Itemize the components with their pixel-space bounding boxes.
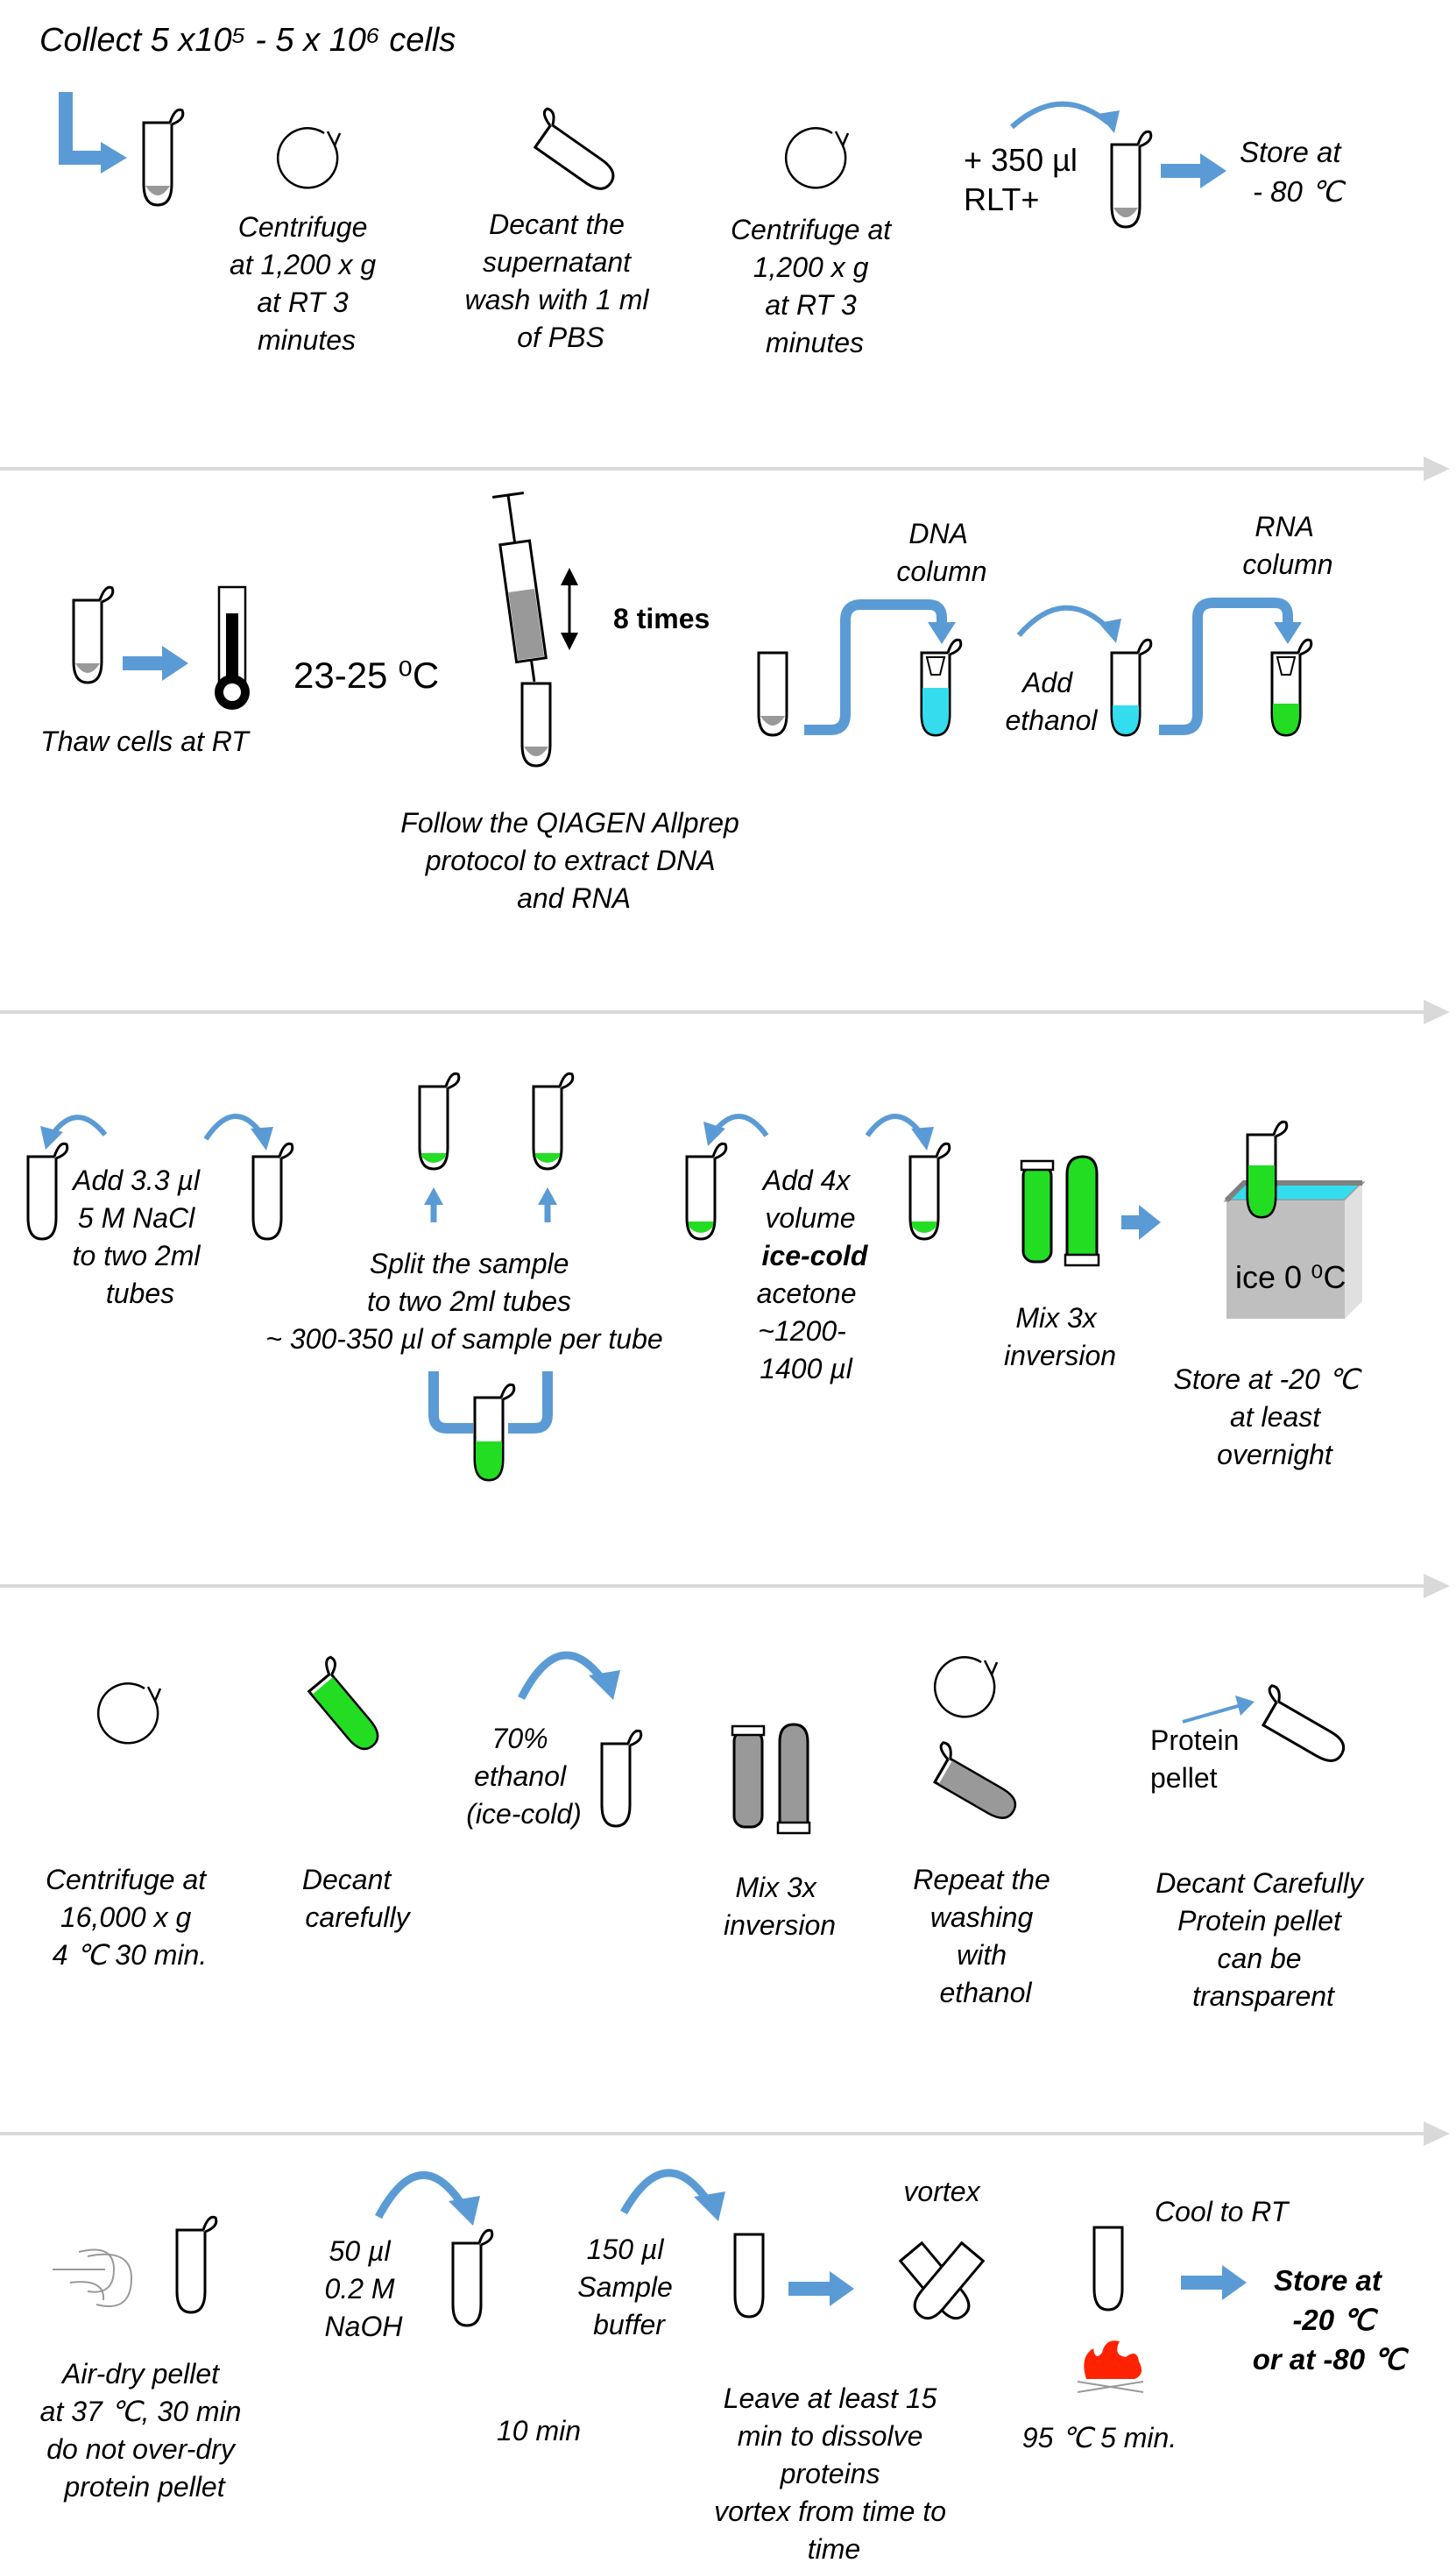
row4-centrifuge-label: Centrifuge at 16,000 x g 4 ℃ 30 min. [46, 1864, 214, 1971]
air-flow-icon [53, 2248, 133, 2307]
centrifuge-icon [276, 127, 342, 189]
row3-store-label: Store at -20 ℃ at least overnight [1174, 1363, 1368, 1470]
cool-label: Cool to RT [1155, 2196, 1290, 2227]
nacl-arrow-right [251, 1127, 273, 1151]
acetone-label: Add 4x volume [761, 1165, 859, 1234]
ethanol-tube-icon [1110, 638, 1153, 737]
ice-tube-icon [1246, 1120, 1289, 1219]
split-tube-right-icon [532, 1072, 575, 1171]
rna-flow-arrow [1159, 598, 1293, 735]
split-sample-label: Split the sample to two 2ml tubes ~ 300-… [265, 1248, 662, 1355]
thaw-tube-icon [72, 585, 115, 684]
naoh-tube-icon [451, 2228, 494, 2327]
repeat-washing-label: Repeat the washing with ethanol [913, 1864, 1057, 2008]
split-tube-left-icon [418, 1072, 461, 1171]
row1-centrifuge2-label: Centrifuge at 1,200 x g at RT 3 minutes [731, 214, 899, 358]
row5-store-label: Store at -20 ℃ or at -80 ℃ [1253, 2264, 1410, 2375]
nacl-arrow-left [40, 1126, 63, 1150]
centrifuge-icon [784, 127, 850, 189]
nacl-tube-left-icon [26, 1142, 69, 1241]
ten-min-label: 10 min [497, 2415, 581, 2446]
start-arrow [59, 92, 105, 165]
mix-inversion-tubes-icon [1020, 1155, 1100, 1267]
row1-decant-label: Decant the supernatant wash with 1 ml of… [465, 209, 657, 353]
naoh-label: 50 µl 0.2 M NaOH [325, 2235, 404, 2342]
protein-pellet-label: Protein pellet [1150, 1724, 1247, 1794]
store-final-arrow [1222, 2265, 1247, 2300]
add-ethanol-arrow [1016, 605, 1113, 637]
heat-label: 95 ℃ 5 min. [1022, 2422, 1177, 2453]
rna-column-label: RNA column [1242, 511, 1332, 580]
dna-column-tube-icon [920, 638, 963, 737]
nacl-label: Add 3.3 µl 5 M NaCl to two 2ml tubes [71, 1165, 208, 1309]
heat-tube-icon [1092, 2226, 1124, 2312]
acetone-volume-label: acetone ~1200- 1400 µl [757, 1278, 865, 1384]
mix-inversion-gray-tubes-icon [731, 1723, 811, 1835]
airdry-label: Air-dry pellet at 37 ℃, 30 min do not ov… [40, 2358, 250, 2503]
vortex-label: vortex [903, 2176, 980, 2207]
acetone-arrow-left [703, 1122, 725, 1146]
ice-label: ice 0 ⁰C [1235, 1259, 1346, 1295]
buffer-add-arrow [694, 2191, 725, 2221]
ethanol-tube-icon [600, 1729, 643, 1828]
acetone-tube-right-icon [908, 1142, 951, 1241]
leave-label: Leave at least 15 min to dissolve protei… [714, 2382, 954, 2563]
buffer-tube-icon [733, 2233, 765, 2319]
acetone-tube-left-icon [685, 1142, 728, 1241]
store-arrow [1200, 153, 1226, 188]
syringe-icon [491, 492, 548, 683]
up-down-arrow [561, 568, 578, 650]
eight-times-label: 8 times [613, 603, 710, 634]
vortex-arrow [830, 2271, 854, 2306]
nacl-tube-right-icon [251, 1142, 294, 1241]
decant-tube-icon [523, 106, 627, 196]
tube-icon [1110, 130, 1153, 229]
section-dividers [0, 457, 1450, 2146]
acetone-arrow-right [911, 1127, 934, 1151]
ethanol-add-arrow [589, 1670, 620, 1700]
add-arrow [1009, 101, 1110, 130]
decant-carefully-label: Decant Carefully Protein pellet can be t… [1156, 1867, 1370, 2012]
centrifuge-icon [96, 1682, 162, 1745]
rna-column-tube-icon [1270, 638, 1313, 737]
centrifuge-icon [933, 1656, 999, 1718]
add-rlt-label: + 350 µl RLT+ [964, 142, 1086, 217]
sample-tube-icon [473, 1383, 516, 1482]
ethanol-wash-label: 70% ethanol (ice-cold) [466, 1723, 582, 1830]
vortex-crossed-tubes-icon [899, 2241, 985, 2326]
thaw-label: Thaw cells at RT [40, 726, 251, 757]
add-ethanol-label: Add ethanol [1006, 667, 1099, 736]
ice-cold-label: ice-cold [762, 1240, 869, 1271]
pellet-tube-icon [1250, 1683, 1356, 1768]
thermometer-icon [215, 585, 250, 710]
row1-centrifuge1-label: Centrifuge at 1,200 x g at RT 3 minutes [230, 211, 384, 356]
mix-inversion-label: Mix 3x inversion [1004, 1302, 1116, 1371]
airdry-tube-icon [175, 2215, 218, 2314]
dna-flow-arrow [804, 599, 947, 735]
row1-store-label: Store at - 80 ℃ [1240, 136, 1349, 208]
collect-cells-title: Collect 5 x10⁵ - 5 x 10⁶ cells [39, 22, 456, 59]
dna-column-label: DNA column [896, 518, 986, 587]
sample-buffer-label: 150 µl Sample buffer [577, 2234, 680, 2340]
row4-decant-label: Decant carefully [302, 1864, 412, 1933]
tube-icon [757, 651, 788, 737]
flame-icon [1077, 2340, 1144, 2393]
follow-protocol-label: Follow the QIAGEN Allprep protocol to ex… [400, 807, 746, 914]
wash-gray-tube-icon [922, 1740, 1028, 1825]
temperature-label: 23-25 ⁰C [293, 655, 439, 696]
tube-icon [142, 108, 185, 207]
tube-icon [520, 682, 552, 768]
decant-green-tube-icon [299, 1654, 393, 1756]
naoh-add-arrow [449, 2196, 480, 2226]
row4-mix-label: Mix 3x inversion [724, 1872, 836, 1941]
